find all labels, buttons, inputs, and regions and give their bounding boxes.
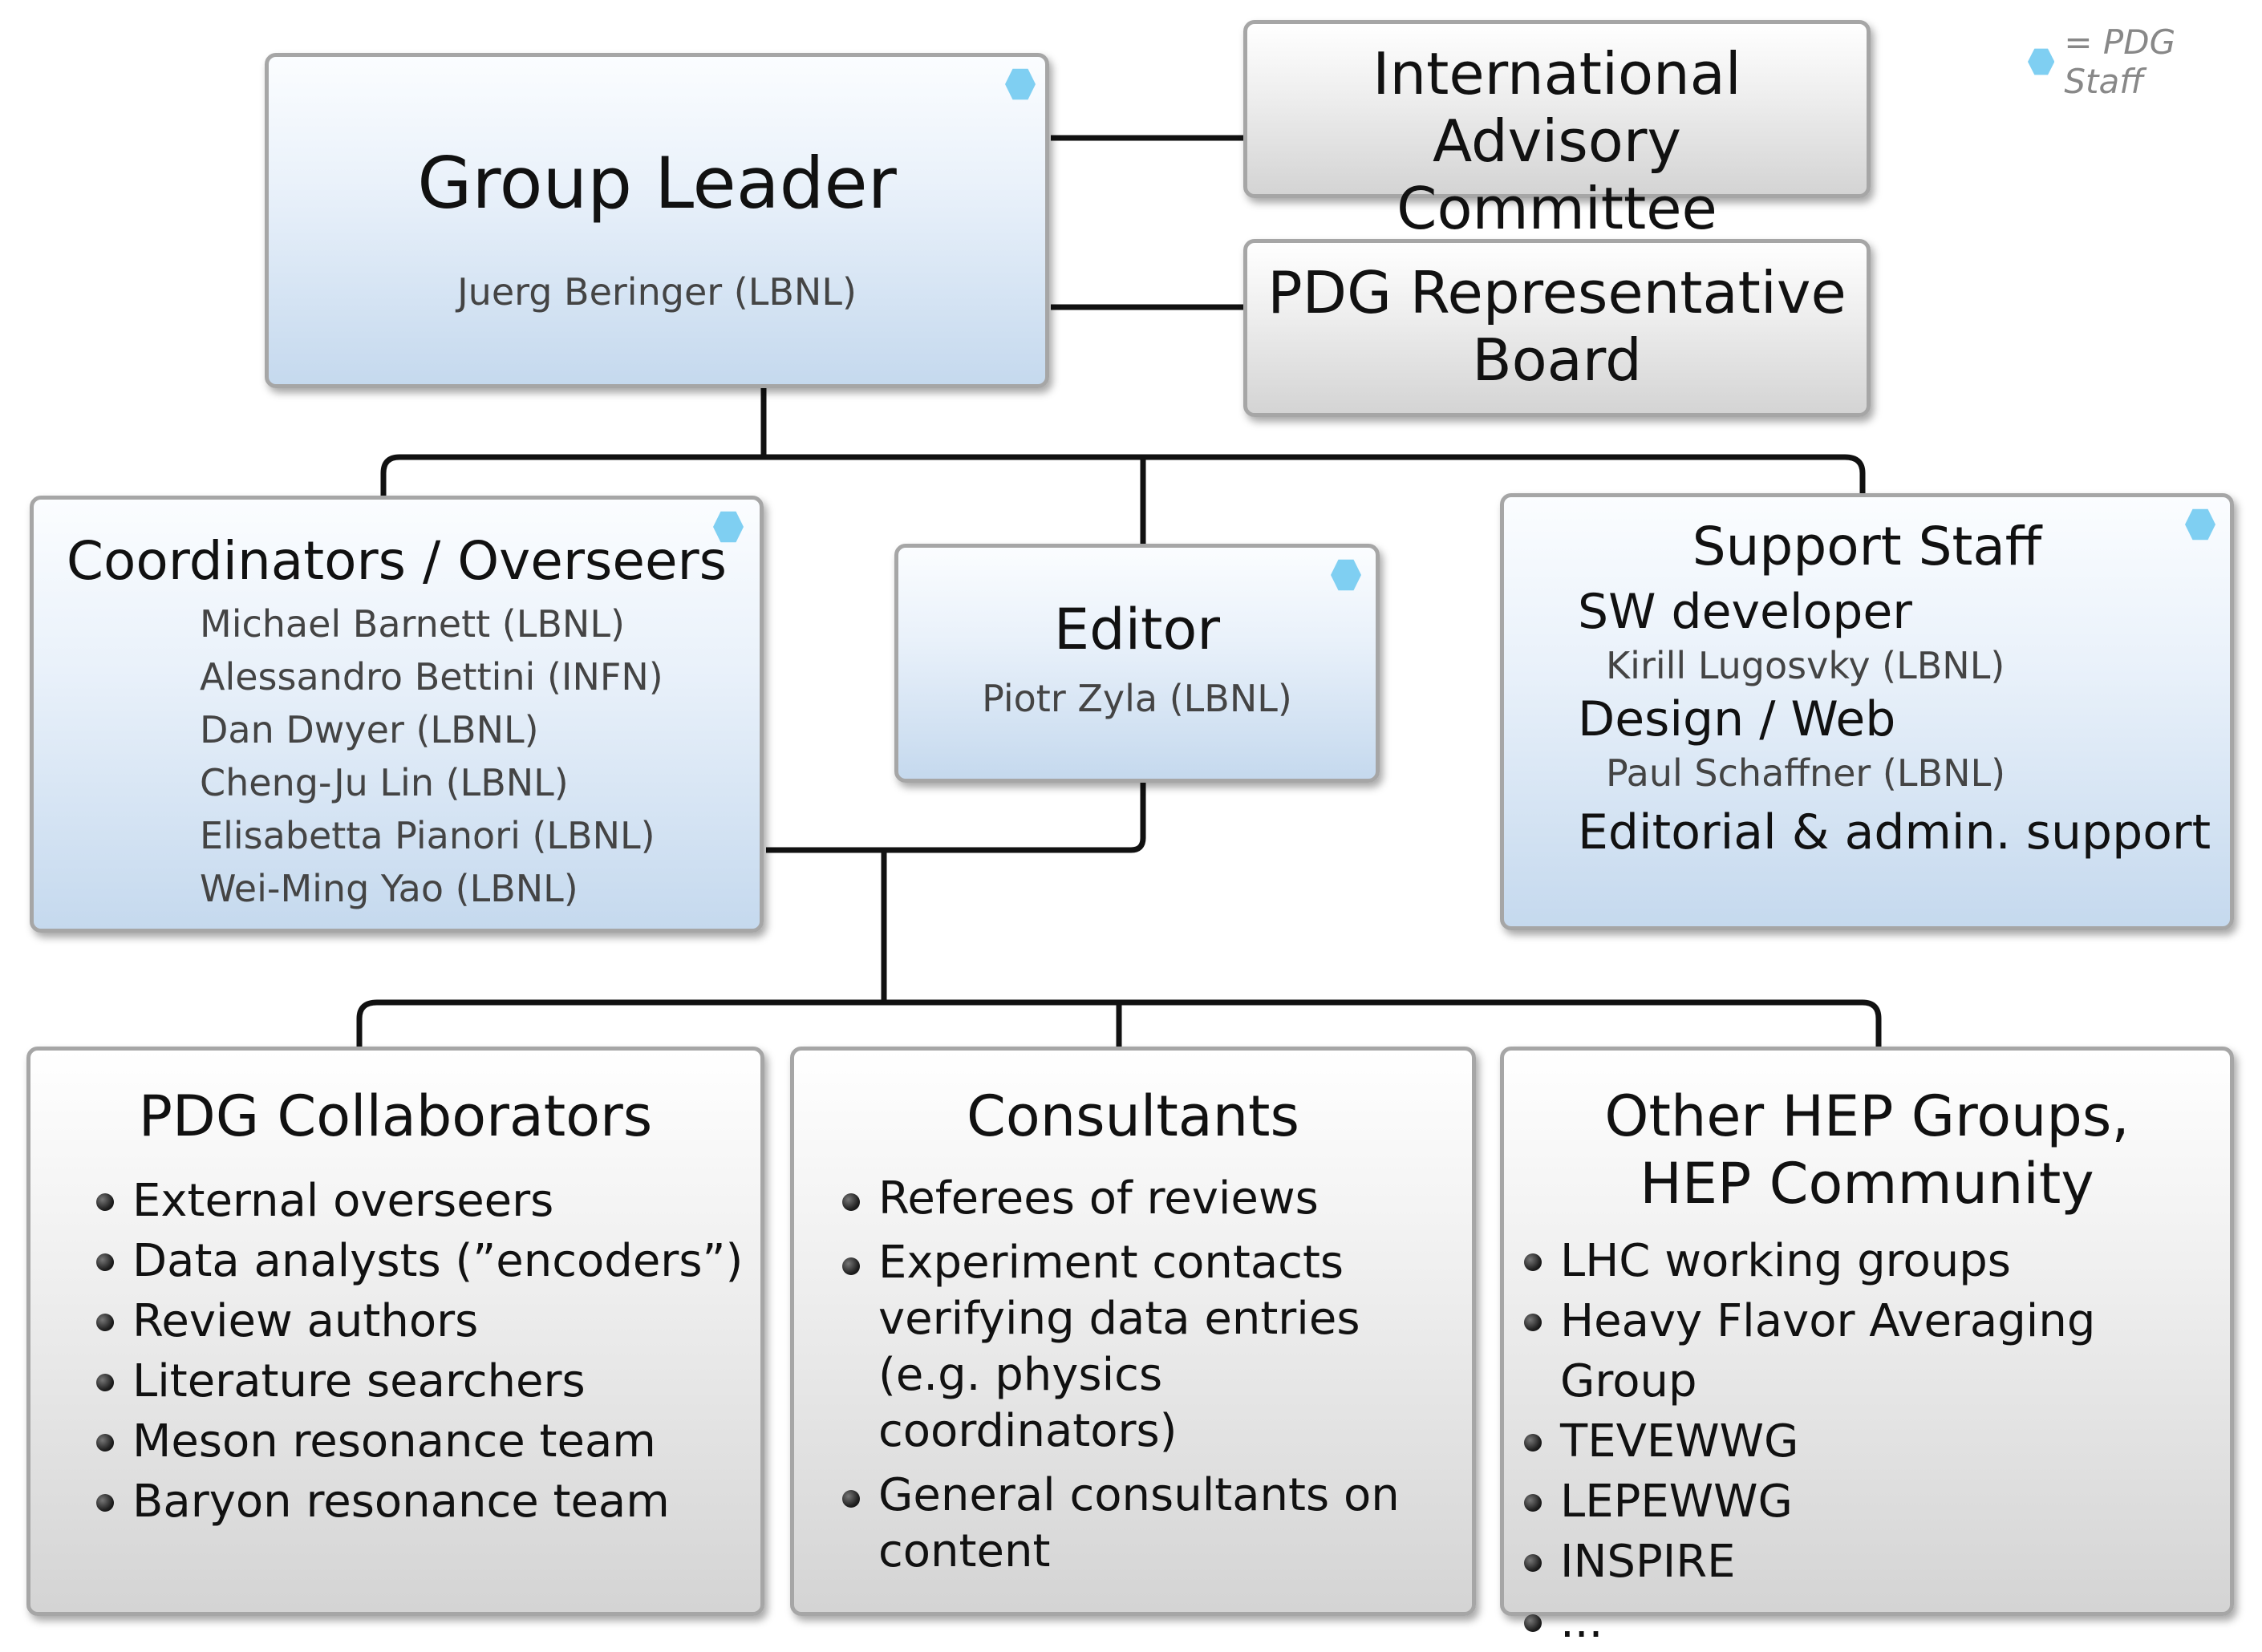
- consultants-item-line: General consultants on: [878, 1469, 1400, 1521]
- other-groups-list-item: TEVEWWG: [1524, 1411, 2230, 1472]
- collaborators-list-item: Literature searchers: [96, 1351, 743, 1411]
- other-groups-list-item: Heavy Flavor Averaging Group: [1524, 1291, 2230, 1411]
- representative-board-box: PDG Representative Board: [1243, 239, 1871, 417]
- group-leader-box: Group Leader Juerg Beringer (LBNL): [265, 53, 1049, 388]
- collaborators-list-item: Meson resonance team: [96, 1411, 743, 1472]
- legend-label: = PDG Staff: [2064, 22, 2176, 101]
- consultants-list-item: Experiment contacts verifying data entri…: [842, 1235, 1472, 1460]
- other-groups-list: LHC working groups Heavy Flavor Averagin…: [1524, 1231, 2230, 1652]
- coordinators-box: Coordinators / Overseers Michael Barnett…: [30, 496, 764, 933]
- collaborators-list-item: Data analysts (”encoders”): [96, 1231, 743, 1291]
- collaborators-list-item: External overseers: [96, 1171, 743, 1231]
- coordinator-member: Michael Barnett (LBNL): [200, 602, 625, 646]
- support-role-label: Editorial & admin. support: [1578, 804, 2211, 860]
- editor-name: Piotr Zyla (LBNL): [982, 677, 1292, 720]
- consultants-item-line: verifying data entries: [878, 1293, 1360, 1345]
- other-groups-title-line: Other HEP Groups,: [1604, 1083, 2130, 1149]
- coordinator-member: Cheng-Ju Lin (LBNL): [200, 761, 569, 804]
- consultants-list-item: Referees of reviews: [842, 1171, 1472, 1227]
- collaborators-list-item: Review authors: [96, 1291, 743, 1351]
- group-leader-name: Juerg Beringer (LBNL): [457, 270, 857, 314]
- other-groups-box: Other HEP Groups, HEP Community LHC work…: [1500, 1047, 2234, 1648]
- other-groups-list-item: LEPEWWG: [1524, 1472, 2230, 1532]
- support-role-person: Kirill Lugosvky (LBNL): [1606, 644, 2005, 687]
- consultants-item-line: content: [878, 1525, 1051, 1577]
- advisory-committee-box: International Advisory Committee: [1243, 20, 1871, 242]
- pdg-staff-hexagon-icon: [1005, 68, 1036, 100]
- support-staff-title: Support Staff: [1692, 516, 2042, 577]
- consultants-item-line: Experiment contacts: [878, 1237, 1344, 1289]
- collaborators-title: PDG Collaborators: [138, 1083, 653, 1149]
- pdg-staff-hexagon-icon: [1331, 559, 1361, 591]
- other-groups-list-item: INSPIRE: [1524, 1532, 2230, 1592]
- coordinator-member: Dan Dwyer (LBNL): [200, 708, 539, 751]
- support-staff-box: Support Staff SW developer Kirill Lugosv…: [1500, 493, 2234, 930]
- consultants-list-item: General consultants on content: [842, 1468, 1472, 1580]
- other-groups-title: Other HEP Groups, HEP Community: [1504, 1083, 2230, 1217]
- advisory-committee-title-line: Committee: [1397, 175, 1717, 242]
- support-role-person: Paul Schaffner (LBNL): [1606, 751, 2006, 795]
- representative-board-title: PDG Representative Board: [1247, 259, 1867, 394]
- support-role-label: Design / Web: [1578, 691, 1896, 747]
- other-groups-list-item: ...: [1524, 1592, 2230, 1652]
- representative-board-title-line: Board: [1472, 326, 1642, 394]
- consultants-box: Consultants Referees of reviews Experime…: [790, 1047, 1476, 1616]
- support-role-label: SW developer: [1578, 584, 1912, 640]
- support-staff-roles: SW developer Kirill Lugosvky (LBNL) Desi…: [1578, 581, 2211, 869]
- other-groups-list-item: LHC working groups: [1524, 1231, 2230, 1291]
- consultants-item-line: (e.g. physics coordinators): [878, 1349, 1178, 1457]
- collaborators-list: External overseers Data analysts (”encod…: [96, 1171, 743, 1532]
- editor-box: Editor Piotr Zyla (LBNL): [894, 544, 1380, 783]
- coordinators-title: Coordinators / Overseers: [66, 530, 728, 592]
- pdg-staff-hexagon-icon: [2028, 48, 2055, 75]
- group-leader-title: Group Leader: [417, 142, 897, 225]
- legend: = PDG Staff: [2028, 22, 2262, 101]
- editor-title: Editor: [1053, 597, 1221, 662]
- consultants-title: Consultants: [967, 1083, 1299, 1149]
- collaborators-list-item: Baryon resonance team: [96, 1472, 743, 1532]
- coordinator-member: Wei-Ming Yao (LBNL): [200, 867, 578, 910]
- advisory-committee-title-line: International Advisory: [1372, 40, 1741, 175]
- coordinator-member: Alessandro Bettini (INFN): [200, 655, 663, 698]
- collaborators-box: PDG Collaborators External overseers Dat…: [26, 1047, 764, 1616]
- coordinators-member-list: Michael Barnett (LBNL) Alessandro Bettin…: [200, 597, 663, 915]
- consultants-item-line: Referees of reviews: [878, 1172, 1319, 1225]
- other-groups-title-line: HEP Community: [1640, 1151, 2094, 1217]
- coordinator-member: Elisabetta Pianori (LBNL): [200, 814, 655, 857]
- representative-board-title-line: PDG Representative: [1267, 259, 1846, 326]
- advisory-committee-title: International Advisory Committee: [1247, 40, 1867, 242]
- consultants-list: Referees of reviews Experiment contacts …: [842, 1171, 1472, 1580]
